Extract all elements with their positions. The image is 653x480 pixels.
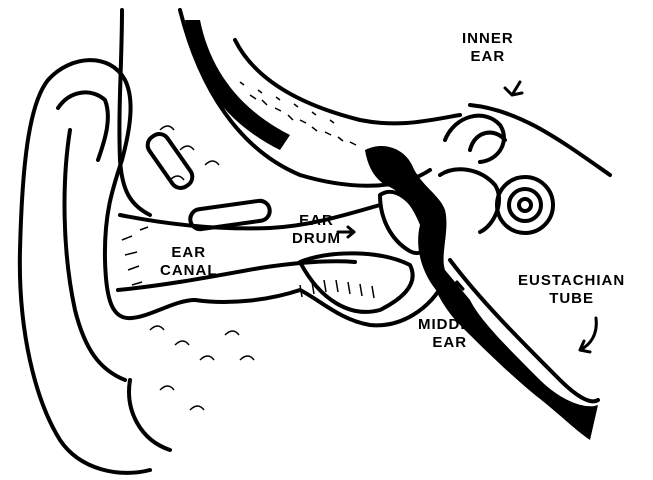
head-line — [119, 10, 150, 215]
label-ear-canal: EAR CANAL — [160, 244, 218, 280]
label-inner-ear-line1: INNER — [462, 30, 514, 48]
skull-inner — [235, 40, 460, 123]
label-middle-ear: MIDDLE EAR — [418, 316, 482, 352]
label-middle-ear-line1: MIDDLE — [418, 316, 482, 334]
lobe-bottom — [129, 380, 170, 450]
cochlea-inner — [519, 199, 531, 211]
pinna-inner-fold — [65, 130, 125, 380]
label-eustachian-tube-line1: EUSTACHIAN — [518, 272, 625, 290]
stapes-dark — [376, 150, 404, 170]
label-ear-canal-line2: CANAL — [160, 262, 218, 280]
eustachian-arrow-icon — [580, 318, 596, 352]
cochlea-outer — [497, 177, 553, 233]
inner-ear-arrow-icon — [505, 82, 522, 95]
skull-line-right — [470, 105, 610, 175]
canal-cartilage-1 — [144, 130, 196, 192]
label-ear-drum: EAR DRUM — [292, 212, 341, 248]
vestibule — [440, 169, 499, 232]
label-ear-drum-line1: EAR — [292, 212, 341, 230]
label-ear-canal-line1: EAR — [160, 244, 218, 262]
label-eustachian-tube-line2: TUBE — [518, 290, 625, 308]
label-middle-ear-line2: EAR — [418, 334, 482, 352]
label-inner-ear-line2: EAR — [462, 48, 514, 66]
ear-canal-upper — [120, 205, 380, 228]
cochlea-mid — [509, 189, 541, 221]
canal-hair-texture — [122, 227, 148, 285]
label-eustachian-tube: EUSTACHIAN TUBE — [518, 272, 625, 308]
label-ear-drum-line2: DRUM — [292, 230, 341, 248]
label-inner-ear: INNER EAR — [462, 30, 514, 66]
ear-canal-lower — [118, 261, 355, 290]
